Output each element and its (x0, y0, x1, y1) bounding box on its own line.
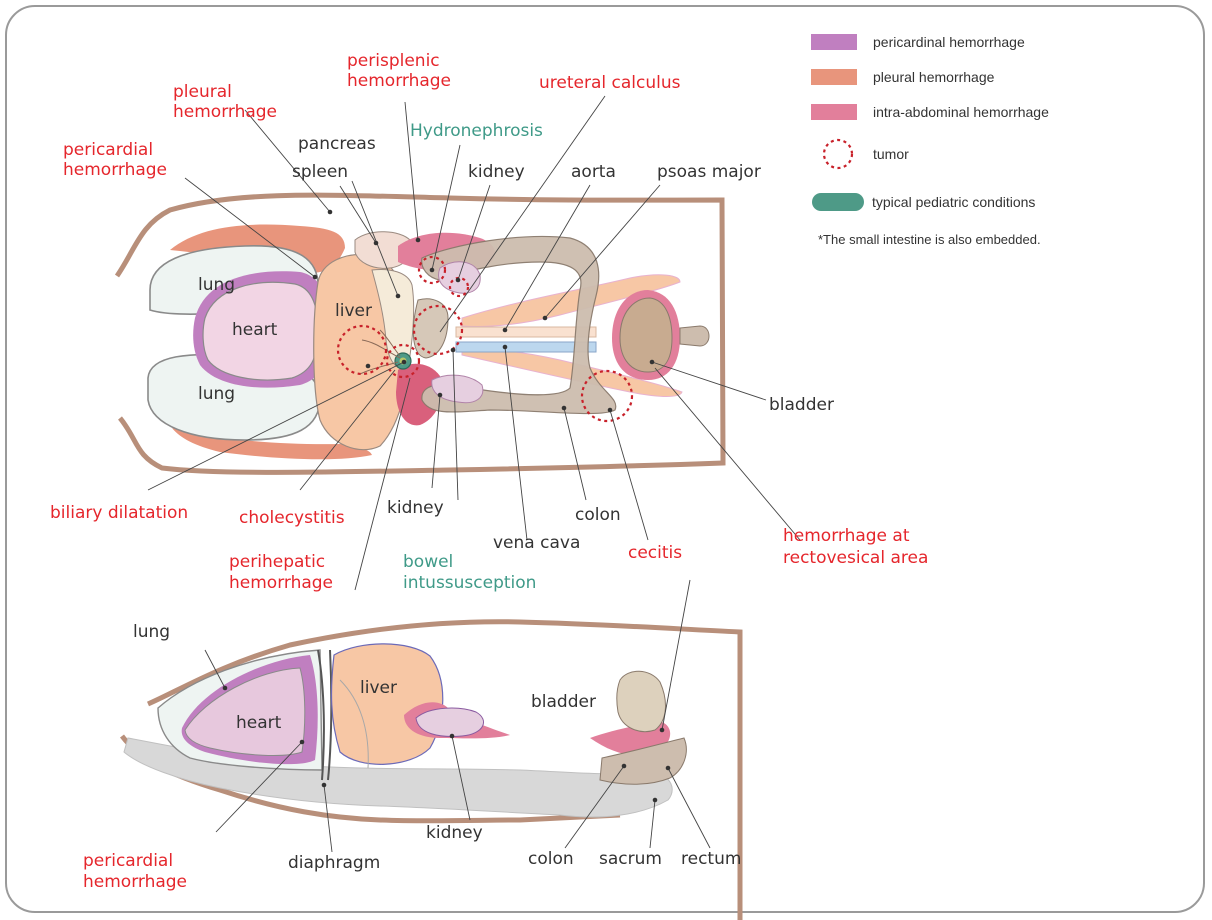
legend-label-tumor: tumor (873, 146, 909, 162)
label-pancreas: pancreas (298, 134, 376, 154)
bladder-side (617, 671, 666, 731)
label-rectovesical-1: hemorrhage at (783, 526, 910, 546)
label-perihepatic-2: hemorrhage (229, 573, 333, 593)
legend: pericardinal hemorrhage pleural hemorrha… (811, 34, 1049, 247)
top-view: lung heart lung liver pericardial hemorr… (50, 51, 928, 593)
label-psoas-major: psoas major (657, 162, 761, 182)
label-pericardial-side-2: hemorrhage (83, 872, 187, 892)
label-pleural-2: hemorrhage (173, 102, 277, 122)
label-colon-side: colon (528, 849, 574, 869)
label-perisplenic-1: perisplenic (347, 51, 440, 71)
label-hydronephrosis: Hydronephrosis (410, 121, 543, 141)
label-pleural-1: pleural (173, 82, 232, 102)
bladder-top (620, 298, 672, 372)
kidney-upper-top (439, 262, 481, 293)
side-view: lung heart liver bladder kidney pericard… (83, 580, 741, 920)
label-biliary-dilatation: biliary dilatation (50, 503, 188, 523)
legend-note: *The small intestine is also embedded. (818, 232, 1041, 247)
label-diaphragm: diaphragm (288, 853, 380, 873)
label-lung-side: lung (133, 622, 170, 642)
label-bladder-top: bladder (769, 395, 834, 415)
diaphragm-side-2 (328, 650, 331, 780)
legend-tumor-icon (824, 140, 852, 168)
label-sacrum: sacrum (599, 849, 662, 869)
label-colon-top: colon (575, 505, 621, 525)
legend-swatch-pericardinal (811, 34, 857, 50)
label-vena-cava: vena cava (493, 533, 580, 553)
label-aorta: aorta (571, 162, 616, 182)
label-kidney-top: kidney (468, 162, 525, 182)
label-rectum: rectum (681, 849, 741, 869)
legend-label-pediatric: typical pediatric conditions (872, 194, 1035, 210)
label-bladder-side: bladder (531, 692, 596, 712)
legend-label-pericardinal: pericardinal hemorrhage (873, 34, 1025, 50)
label-liver-side: liver (360, 678, 397, 698)
label-ureteral-calculus: ureteral calculus (539, 73, 681, 93)
label-heart: heart (232, 320, 278, 340)
label-cholecystitis: cholecystitis (239, 508, 345, 528)
label-pericardial-1: pericardial (63, 140, 153, 160)
label-kidney-side: kidney (426, 823, 483, 843)
legend-swatch-intra-abdominal (811, 104, 857, 120)
label-pericardial-side-1: pericardial (83, 851, 173, 871)
label-heart-side: heart (236, 713, 282, 733)
label-intussusception-1: bowel (403, 552, 453, 572)
label-cecitis: cecitis (628, 543, 682, 563)
label-lung-upper: lung (198, 275, 235, 295)
label-liver: liver (335, 301, 372, 321)
label-lung-lower: lung (198, 384, 235, 404)
label-perihepatic-1: perihepatic (229, 552, 325, 572)
legend-label-pleural: pleural hemorrhage (873, 69, 995, 85)
label-rectovesical-2: rectovesical area (783, 548, 928, 568)
label-kidney-bottom: kidney (387, 498, 444, 518)
label-perisplenic-2: hemorrhage (347, 71, 451, 91)
label-intussusception-2: intussusception (403, 573, 536, 593)
legend-swatch-pleural (811, 69, 857, 85)
legend-label-intra-abdominal: intra-abdominal hemorrhage (873, 104, 1049, 120)
legend-swatch-pediatric (812, 193, 864, 211)
label-pericardial-2: hemorrhage (63, 160, 167, 180)
label-spleen: spleen (292, 162, 348, 182)
urethra-top (680, 326, 709, 346)
